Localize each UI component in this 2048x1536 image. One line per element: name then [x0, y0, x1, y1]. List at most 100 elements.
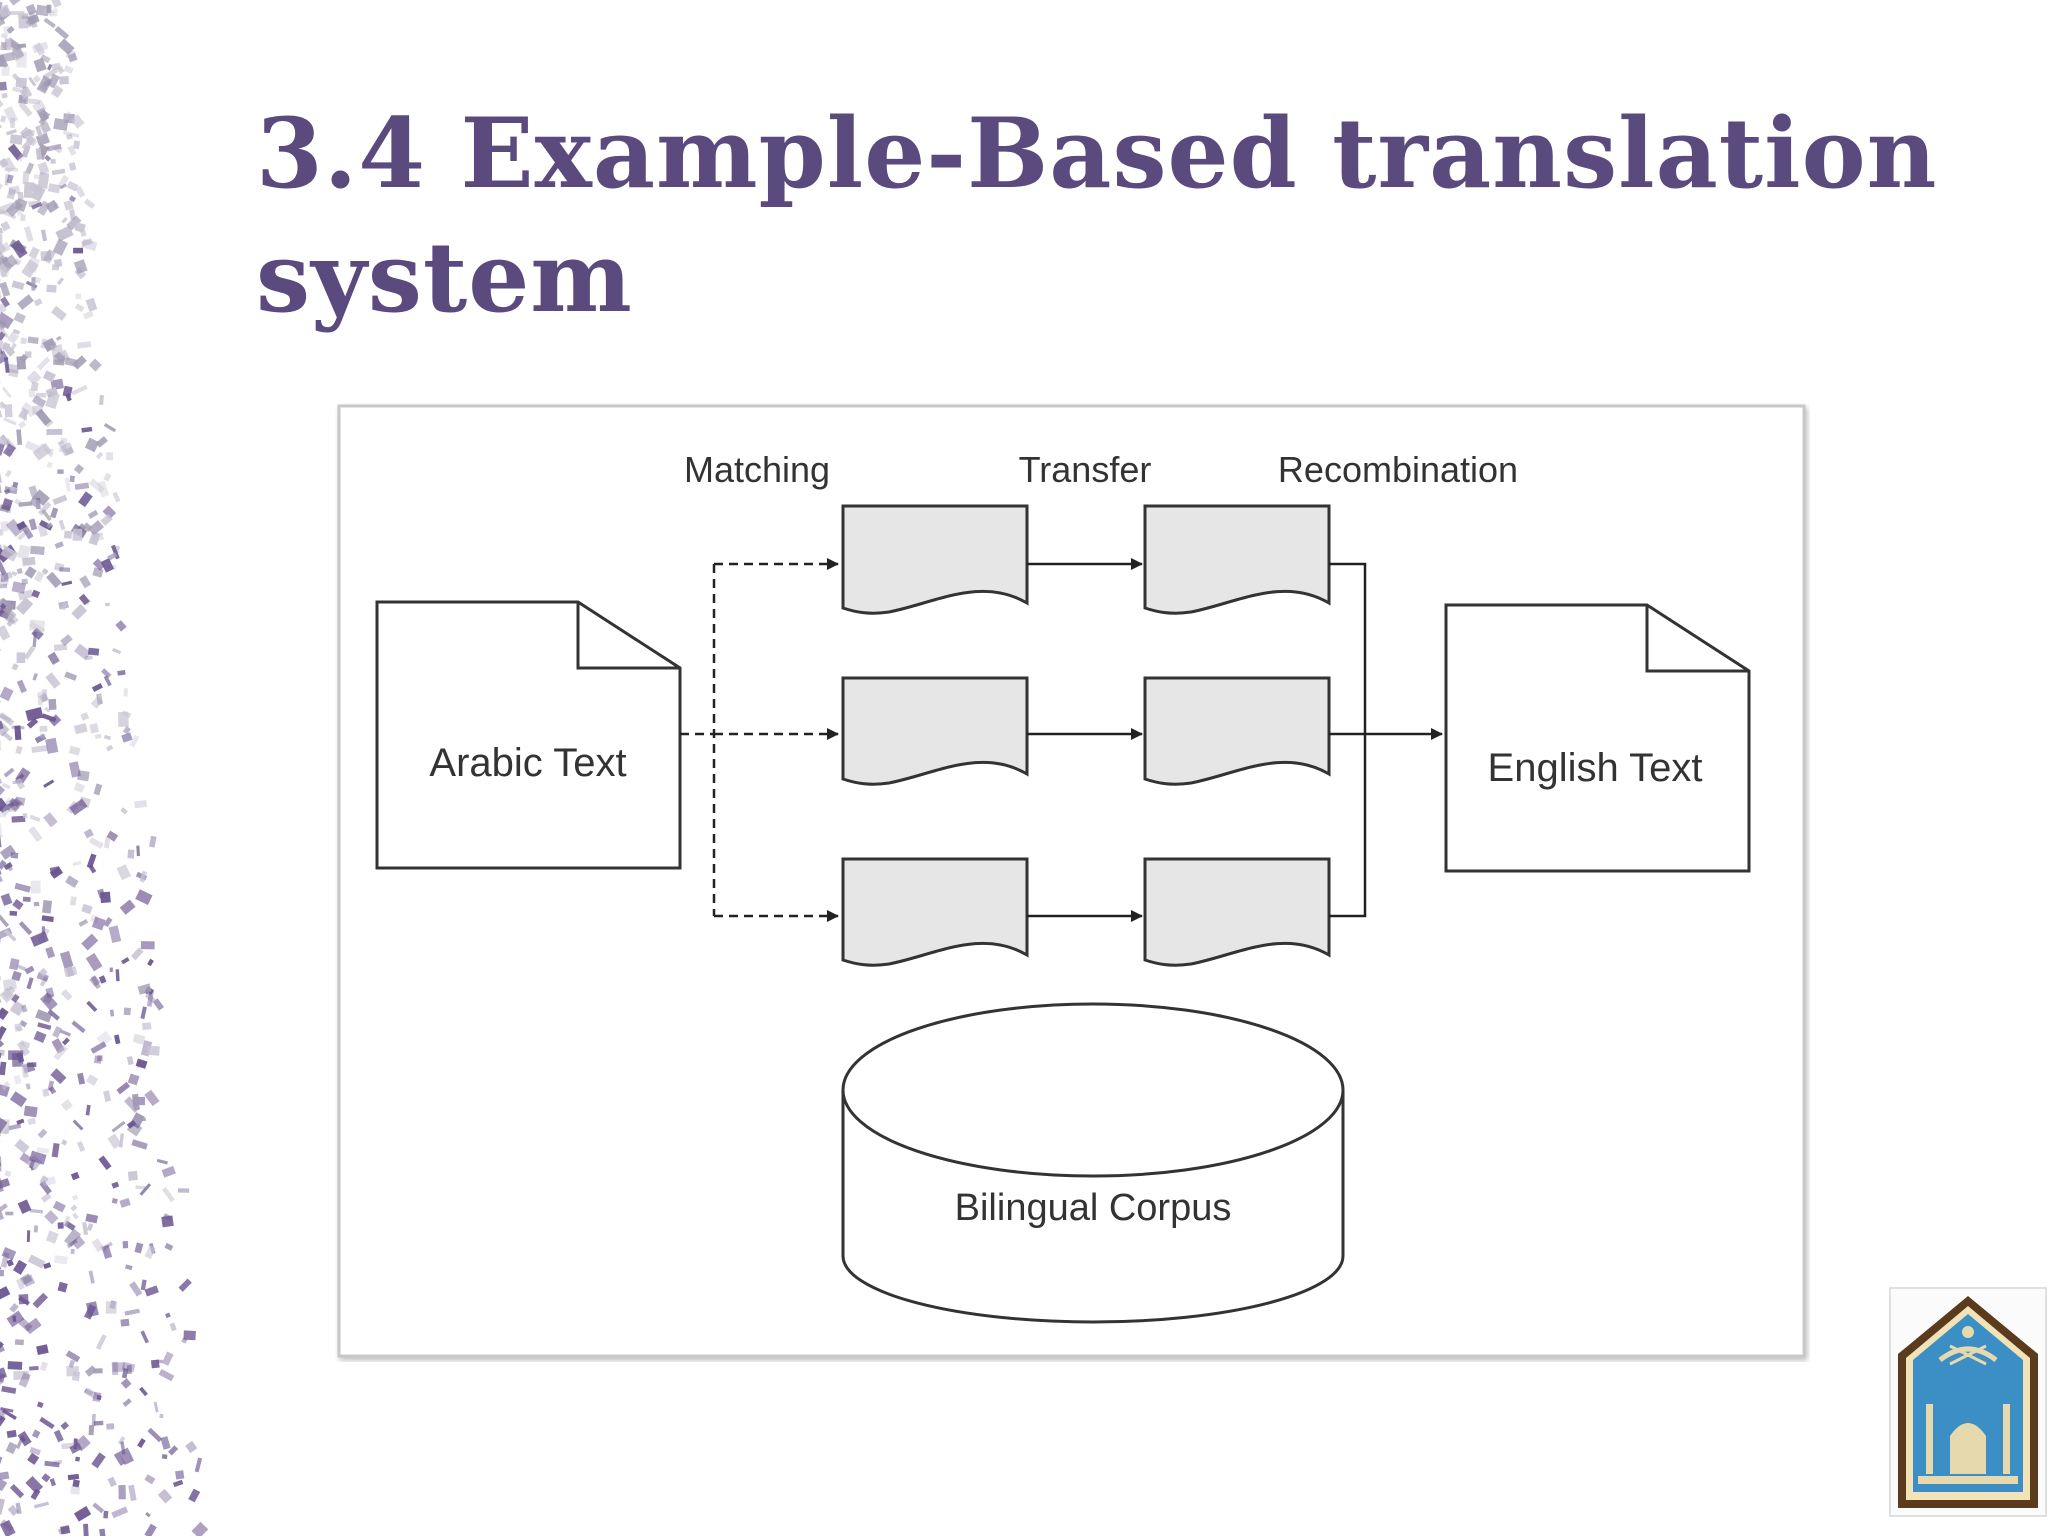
- confetti-piece: [103, 675, 112, 687]
- confetti-piece: [0, 6, 4, 15]
- confetti-piece: [167, 1445, 179, 1456]
- confetti-piece: [26, 1230, 31, 1242]
- target-document-label: English Text: [1488, 746, 1703, 790]
- confetti-piece: [0, 255, 14, 274]
- confetti-piece: [85, 1104, 91, 1116]
- confetti-piece: [161, 1187, 175, 1203]
- confetti-piece: [8, 185, 21, 196]
- confetti-piece: [61, 1139, 68, 1146]
- confetti-piece: [0, 115, 7, 123]
- confetti-piece: [0, 1211, 5, 1220]
- confetti-piece: [39, 967, 48, 977]
- confetti-piece: [44, 418, 54, 428]
- confetti-piece: [60, 601, 68, 611]
- confetti-piece: [0, 805, 11, 812]
- confetti-piece: [18, 921, 33, 936]
- confetti-piece: [0, 440, 6, 456]
- confetti-piece: [0, 927, 13, 940]
- confetti-piece: [36, 356, 51, 371]
- confetti-piece: [98, 975, 107, 984]
- confetti-piece: [54, 351, 66, 364]
- confetti-piece: [0, 1052, 2, 1058]
- ebmt-diagram: Matching Transfer Recombination Arabic T…: [337, 404, 1806, 1358]
- confetti-piece: [59, 76, 70, 85]
- confetti-piece: [0, 712, 15, 726]
- confetti-piece: [90, 975, 101, 990]
- confetti-piece: [0, 181, 4, 197]
- confetti-piece: [43, 812, 58, 828]
- confetti-piece: [0, 545, 19, 562]
- confetti-piece: [88, 1425, 95, 1436]
- confetti-piece: [73, 247, 83, 254]
- confetti-piece: [33, 42, 46, 56]
- confetti-piece: [6, 174, 14, 184]
- confetti-piece: [0, 696, 1, 714]
- matched-fragment-1: [841, 504, 1029, 615]
- confetti-piece: [89, 723, 99, 734]
- confetti-piece: [29, 619, 46, 632]
- confetti-piece: [45, 199, 60, 214]
- confetti-piece: [81, 426, 93, 433]
- confetti-piece: [51, 305, 67, 321]
- confetti-piece: [82, 1222, 89, 1236]
- confetti-piece: [72, 861, 82, 866]
- confetti-piece: [28, 76, 37, 87]
- confetti-piece: [101, 668, 112, 679]
- confetti-piece: [0, 268, 7, 278]
- confetti-piece: [61, 580, 73, 587]
- confetti-piece: [15, 1278, 25, 1290]
- confetti-piece: [49, 866, 64, 879]
- confetti-piece: [115, 969, 120, 982]
- confetti-piece: [36, 1147, 50, 1154]
- confetti-piece: [81, 238, 98, 251]
- confetti-piece: [0, 559, 7, 576]
- confetti-piece: [8, 11, 25, 15]
- confetti-piece: [71, 1235, 86, 1250]
- confetti-piece: [47, 651, 60, 666]
- confetti-piece: [87, 647, 100, 656]
- confetti-piece: [152, 998, 165, 1011]
- confetti-piece: [0, 1411, 3, 1422]
- confetti-piece: [29, 1150, 47, 1165]
- confetti-piece: [7, 1504, 19, 1517]
- confetti-piece: [0, 42, 7, 51]
- confetti-piece: [76, 1141, 86, 1152]
- confetti-piece: [20, 401, 38, 418]
- confetti-piece: [158, 1369, 175, 1382]
- confetti-piece: [46, 522, 53, 529]
- confetti-piece: [0, 473, 2, 484]
- confetti-piece: [156, 1158, 168, 1165]
- confetti-piece: [59, 567, 71, 572]
- confetti-piece: [0, 32, 9, 40]
- confetti-piece: [0, 287, 1, 300]
- confetti-piece: [0, 996, 2, 1007]
- confetti-piece: [0, 822, 3, 839]
- confetti-piece: [0, 234, 3, 245]
- confetti-piece: [39, 732, 46, 739]
- confetti-piece: [30, 931, 49, 947]
- confetti-piece: [54, 1255, 68, 1265]
- confetti-piece: [40, 250, 52, 262]
- confetti-piece: [135, 1058, 148, 1069]
- confetti-piece: [9, 1000, 26, 1017]
- confetti-piece: [70, 1171, 80, 1181]
- confetti-piece: [131, 1093, 140, 1111]
- confetti-piece: [36, 392, 47, 398]
- confetti-piece: [0, 902, 1, 915]
- confetti-piece: [59, 950, 74, 969]
- confetti-piece: [57, 1222, 64, 1229]
- confetti-piece: [17, 191, 24, 201]
- confetti-piece: [68, 162, 77, 171]
- confetti-piece: [67, 52, 78, 63]
- confetti-piece: [33, 901, 40, 907]
- confetti-piece: [144, 1245, 156, 1260]
- confetti-piece: [42, 370, 56, 383]
- confetti-piece: [2, 443, 16, 458]
- confetti-piece: [67, 145, 77, 156]
- confetti-piece: [29, 496, 41, 508]
- confetti-piece: [65, 875, 79, 888]
- confetti-piece: [11, 571, 18, 577]
- confetti-piece: [45, 391, 60, 410]
- confetti-piece: [54, 26, 70, 40]
- confetti-piece: [52, 494, 68, 506]
